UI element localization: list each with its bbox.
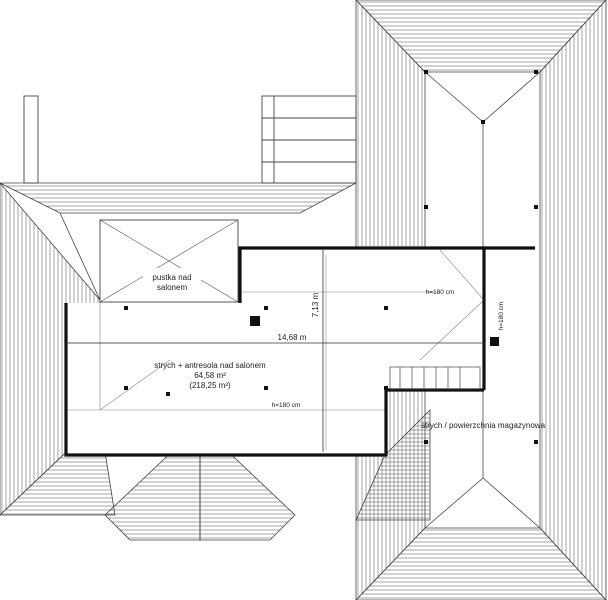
roof-plane-right-east [539, 0, 607, 600]
main-room-area-total: (218,25 m²) [189, 381, 231, 390]
dim-length-label: 14,68 m [278, 333, 307, 342]
chimney-left [23, 95, 39, 184]
wall-outline [64, 246, 535, 457]
dimension-lines [66, 250, 484, 452]
main-room-area: 64,58 m² [194, 371, 226, 380]
dim-width-label: 7,13 m [311, 292, 320, 317]
height-label-upper: h=180 cm [426, 289, 455, 296]
staircase [389, 366, 481, 390]
height-label-side: h=180 cm [498, 302, 505, 331]
storage-room-name: strych / powierzchnia magazynowa [421, 421, 546, 430]
void-label-line1: pustka nad [152, 273, 191, 282]
terrace-frame [261, 95, 357, 184]
roof-plane-left-north [0, 182, 357, 214]
top-structures [23, 95, 357, 184]
posts [124, 70, 538, 444]
roof-plane-connector [355, 409, 431, 521]
void-over-living-room: pustka nad salonem [99, 219, 239, 303]
height-label-lower: h=180 cm [272, 402, 301, 409]
main-room-name: strych + antresola nad salonem [154, 361, 266, 370]
void-label-line2: salonem [157, 283, 188, 292]
attic-floor [66, 248, 484, 455]
